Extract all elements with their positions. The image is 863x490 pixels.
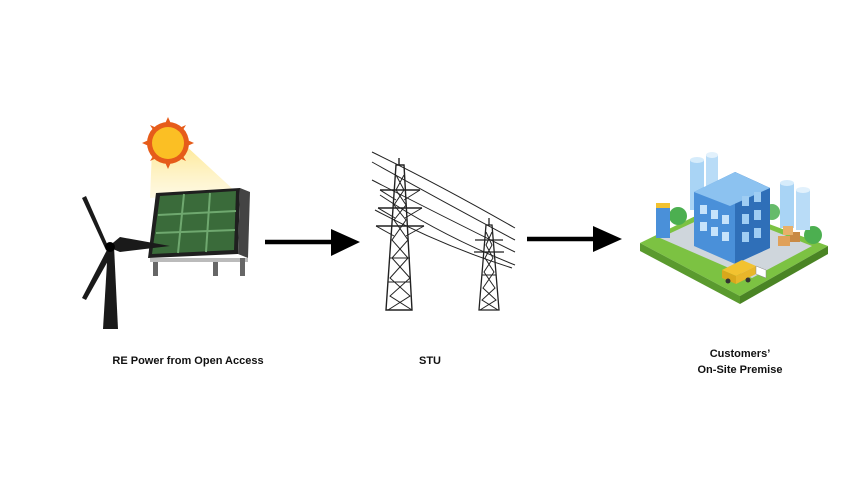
wind-solar-icon	[82, 117, 250, 329]
node-label-customer-line-1: Customers’	[709, 348, 771, 360]
node-label-stu-line: STU	[419, 355, 441, 367]
transmission-tower-icon	[371, 151, 516, 311]
node-label-source-line: RE Power from Open Access	[112, 355, 264, 367]
node-label-customer: Customers’ On-Site Premise	[660, 346, 820, 378]
node-label-stu: STU	[400, 353, 460, 369]
truck-icon	[722, 260, 767, 284]
sun-icon	[142, 117, 194, 169]
arrow-stu-to-customer	[527, 226, 622, 252]
solar-panel-icon	[148, 188, 250, 276]
node-label-customer-line-2: On-Site Premise	[697, 364, 783, 376]
node-label-source: RE Power from Open Access	[88, 353, 288, 369]
factory-icon	[640, 152, 828, 304]
arrow-source-to-stu	[265, 229, 360, 256]
wind-turbine-icon	[82, 196, 170, 329]
